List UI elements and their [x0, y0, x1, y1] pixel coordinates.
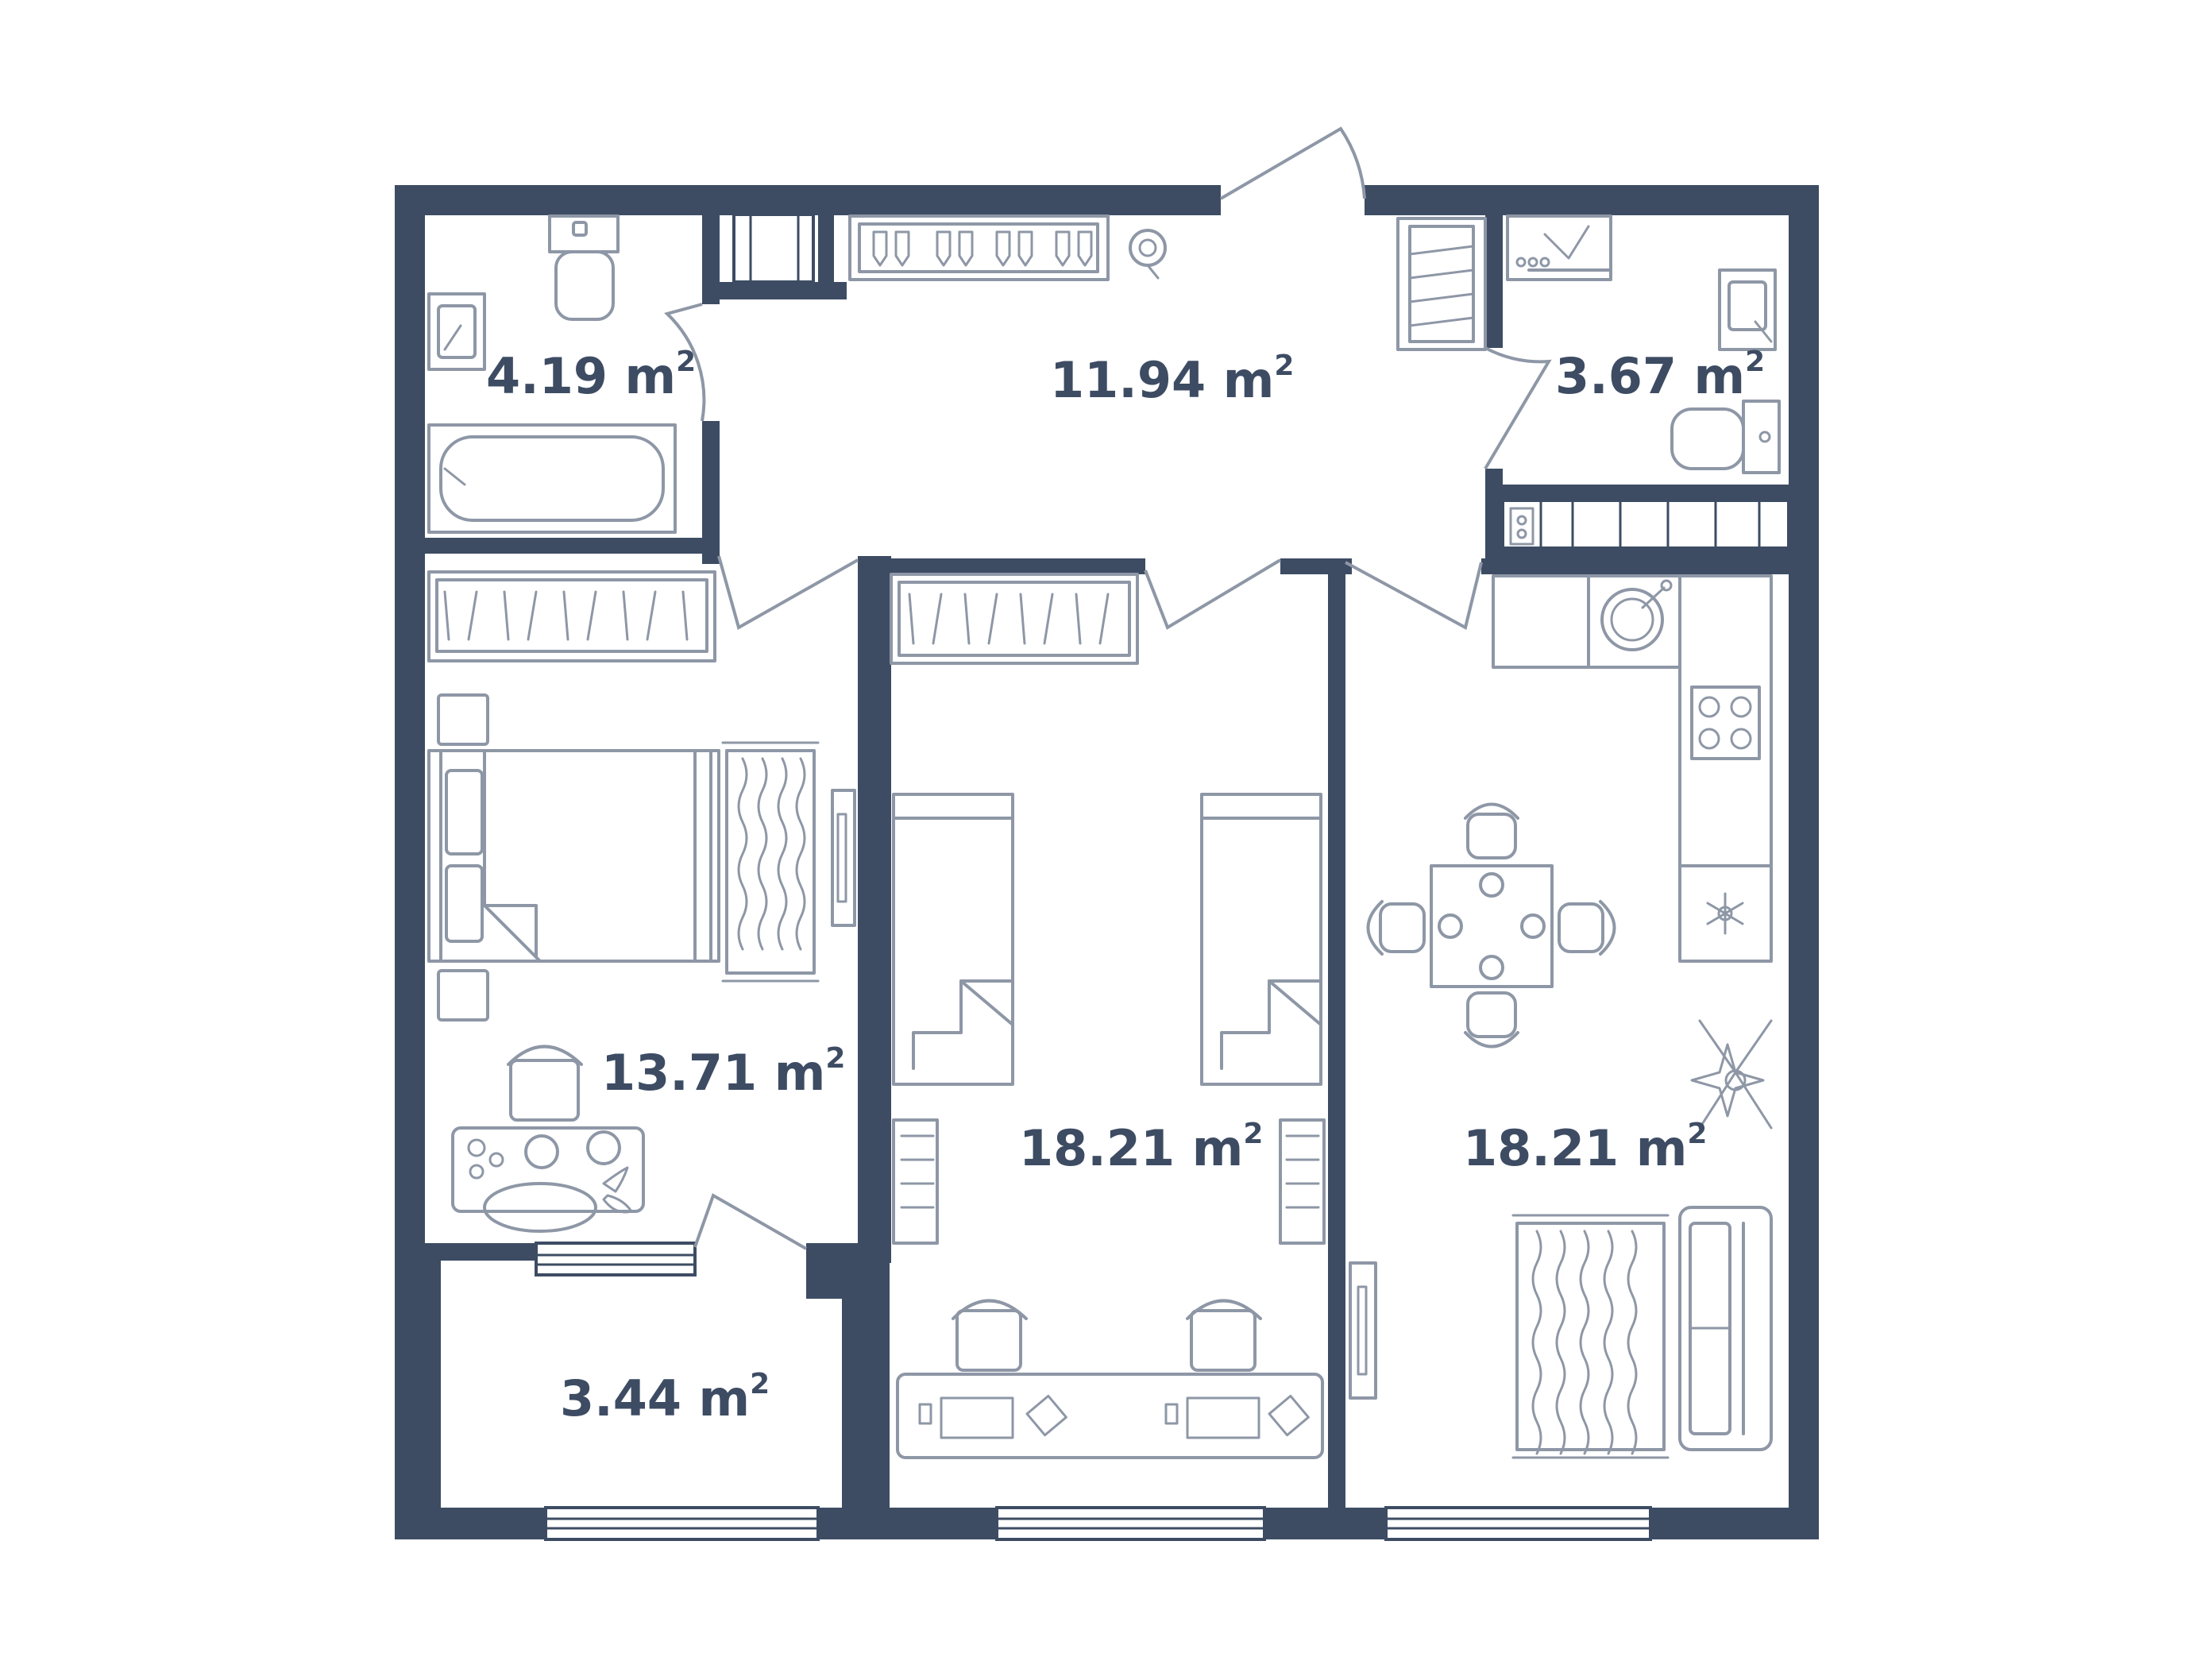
- kitchen-counter-icon: [1492, 574, 1773, 963]
- tv-icon: [831, 789, 856, 927]
- chair-icon: [952, 1299, 1028, 1372]
- bookshelf-icon: [1279, 1118, 1326, 1245]
- interior-walls: [425, 205, 1789, 1515]
- bookshelf-icon: [892, 1118, 939, 1245]
- bedroom-furniture: [427, 570, 856, 1233]
- hallway-furniture: [848, 214, 1487, 351]
- bathtub-icon: [427, 423, 677, 534]
- bedroom-door: [717, 555, 859, 631]
- nightstand-icon: [437, 693, 489, 1022]
- dining-table-icon: [1366, 802, 1616, 1049]
- fridge-icon: [1678, 864, 1773, 935]
- window-bedroom: [535, 1242, 697, 1276]
- bathroom-furniture: [427, 214, 677, 534]
- area-labels: 4.19 m2 11.94 m2 3.67 m2 13.71 m2 18.21 …: [486, 346, 1765, 1427]
- bedroom-area-label: 13.71 m2: [601, 1042, 845, 1102]
- balcony-area-label: 3.44 m2: [560, 1368, 770, 1427]
- wc-door: [1484, 346, 1552, 470]
- chair-icon: [1186, 1299, 1262, 1372]
- kitchen-living-furniture: [1349, 574, 1773, 1459]
- rug-icon: [721, 741, 820, 983]
- kids-room-area-label: 18.21 m2: [1019, 1118, 1263, 1177]
- stove-icon: [1690, 686, 1761, 760]
- kitchen-living-area-label: 18.21 m2: [1463, 1118, 1707, 1177]
- plant-icon: [1690, 1019, 1773, 1130]
- single-bed-icon: [1200, 793, 1322, 1086]
- window-balcony-bottom: [544, 1506, 820, 1541]
- chair-icon: [507, 1045, 583, 1122]
- doors: [664, 126, 1552, 1250]
- coat-hanger-icon: [1129, 229, 1167, 280]
- desk-icon: [896, 1373, 1324, 1459]
- shoe-rack-icon: [848, 214, 1110, 281]
- toilet-icon: [1670, 400, 1781, 474]
- bathroom-door: [664, 303, 706, 422]
- sink-icon: [1718, 268, 1777, 351]
- outer-walls: [395, 185, 1819, 1539]
- wardrobe-icon: [427, 570, 716, 662]
- hallway-area-label: 11.94 m2: [1050, 350, 1294, 409]
- window-living-room: [1384, 1506, 1652, 1541]
- double-bed-icon: [427, 749, 720, 963]
- tv-icon: [1349, 1261, 1377, 1400]
- single-bed-icon: [892, 793, 1014, 1086]
- entrance-door: [1219, 126, 1366, 200]
- wardrobe-icon: [1396, 217, 1487, 351]
- kids-room-door: [1144, 558, 1282, 630]
- windows: [535, 213, 1790, 1541]
- shower-icon: [1506, 214, 1612, 281]
- wc-furniture: [1506, 214, 1781, 474]
- balcony-door: [693, 1193, 807, 1250]
- sink-icon: [427, 292, 486, 371]
- rug-icon: [1511, 1214, 1670, 1459]
- sofa-icon: [1678, 1206, 1773, 1451]
- toilet-icon: [548, 214, 620, 321]
- bathroom-area-label: 4.19 m2: [486, 346, 696, 405]
- desk-icon: [451, 1126, 645, 1233]
- kids-room-furniture: [890, 573, 1326, 1459]
- window-kids-room: [995, 1506, 1266, 1541]
- kitchen-door: [1345, 561, 1483, 630]
- wc-area-label: 3.67 m2: [1555, 346, 1765, 405]
- wardrobe-icon: [890, 573, 1139, 665]
